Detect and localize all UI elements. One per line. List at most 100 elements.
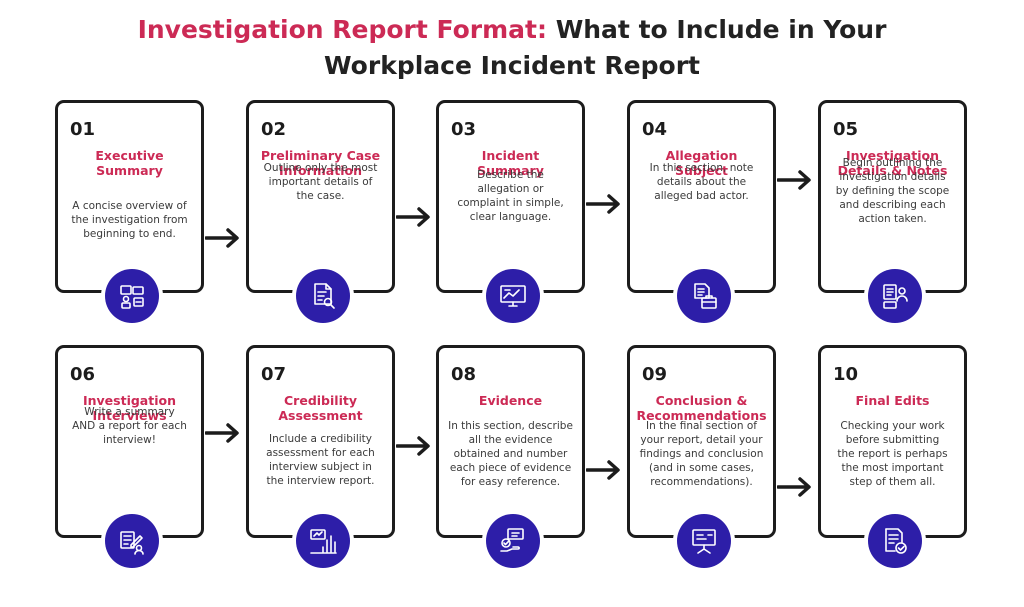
arrow-right-icon [777,477,811,497]
step-title-line: Investigation [845,148,939,163]
step-icon-badge [292,265,354,327]
step-number: 03 [451,119,477,140]
step-icon-badge [482,265,544,327]
document-check-icon [868,514,922,568]
step-number: 07 [261,364,287,385]
step-description-line: clear language. [469,211,552,223]
step-number: 01 [70,119,96,140]
step-icon-badge [101,510,163,572]
step-title-line: Final Edits [855,393,930,408]
step-title-line: Interviews [92,408,167,423]
step-number: 09 [642,364,668,385]
arrow-right-icon [586,460,620,480]
step-title-line: Investigation [82,393,176,408]
step-title-line: Details & Notes [837,163,948,178]
notes-person-icon [868,269,922,323]
easel-board-icon [677,514,731,568]
step-title-line: Conclusion & [655,393,748,408]
step-title-line: Subject [675,163,728,178]
step-number: 10 [833,364,859,385]
step-icon-badge [673,265,735,327]
step-title: Conclusion &Recommendations [634,393,769,423]
arrow-right-icon [396,436,430,456]
step-description-line: and describing each [839,199,946,211]
document-search-icon [296,269,350,323]
step-description-line: your report, detail your [640,434,763,446]
step-description-line: Write a summary [84,406,175,418]
step-description-line: Begin outlining the [842,157,943,169]
step-description-line: investigation details [839,171,946,183]
step-description-line: beginning to end. [83,228,176,240]
writing-person-icon [105,514,159,568]
step-icon-badge [864,265,926,327]
hand-check-icon [486,514,540,568]
step-description-line: interview! [103,434,156,446]
step-description-line: all the evidence [468,434,553,446]
title-accent: Investigation Report Format: [137,15,547,44]
arrow-right-icon [205,423,239,443]
step-description-line: Outline only the most [263,162,378,174]
step-title-line: Recommendations [636,408,767,423]
step-description-line: before submitting [845,434,940,446]
step-title-line: Allegation [665,148,738,163]
team-meeting-icon [105,269,159,323]
step-description: Outline only the most important details o… [257,161,384,203]
step-icon-badge [673,510,735,572]
step-description: Begin outlining the investigation details… [829,156,956,226]
step-icon-badge [864,510,926,572]
step-number: 02 [261,119,287,140]
step-description-line: Checking your work [840,420,945,432]
step-title-line: Summary [477,163,544,178]
step-number: 05 [833,119,859,140]
step-number: 04 [642,119,668,140]
step-title-line: Summary [96,163,163,178]
step-title: Final Edits [825,393,960,408]
step-icon-badge [292,510,354,572]
step-description-line: findings and conclusion [639,448,764,460]
arrow-right-icon [205,228,239,248]
step-description-line: the interview report. [266,475,375,487]
step-title-line: Assessment [278,408,363,423]
step-description-line: the report is perhaps [837,448,948,460]
step-description-line: important details of [268,176,373,188]
step-description-line: the most important [841,462,944,474]
step-description-line: complaint in simple, [457,197,564,209]
step-description-line: each piece of evidence [449,462,572,474]
title-line-2: Workplace Incident Report [324,51,700,80]
step-description: In the final section of your report, deta… [638,419,765,489]
step-description-line: AND a report for each [72,420,187,432]
step-description-line: A concise overview of [72,200,187,212]
bar-chart-icon [296,514,350,568]
arrow-right-icon [586,194,620,214]
page-title: Investigation Report Format: What to Inc… [0,12,1024,84]
step-description-line: assessment for each [266,447,375,459]
step-number: 06 [70,364,96,385]
arrow-right-icon [396,207,430,227]
step-description: Checking your work before submitting the r… [829,419,956,489]
step-description-line: In the final section of [646,420,757,432]
step-description-line: Describe the [477,169,544,181]
arrow-right-icon [777,170,811,190]
step-description-line: action taken. [858,213,927,225]
step-title-line: Incident [481,148,540,163]
